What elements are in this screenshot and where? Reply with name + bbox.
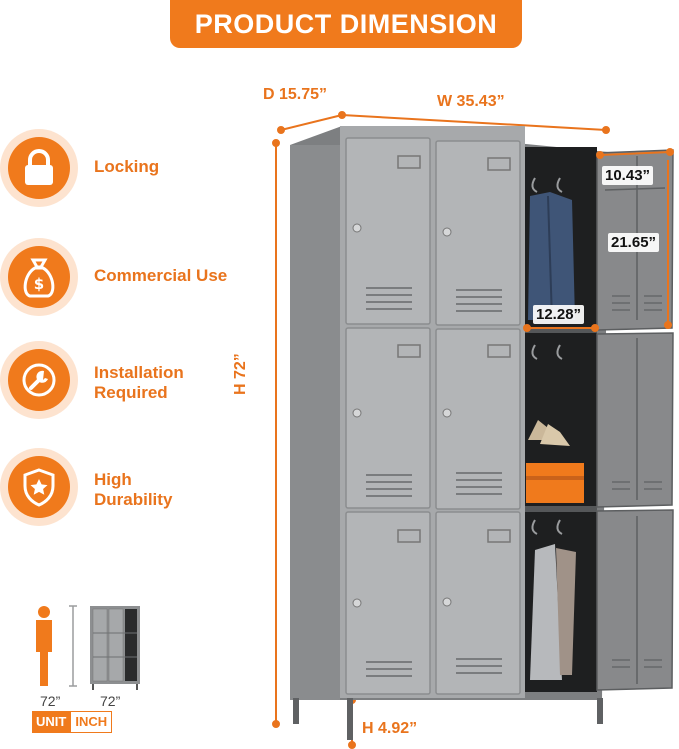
locker-height-label: 72” — [100, 693, 121, 709]
lock-icon — [8, 137, 70, 199]
unit-badge: UNIT INCH — [32, 711, 113, 733]
product-dimension-banner: PRODUCT DIMENSION — [170, 0, 522, 48]
compartment-depth-label: 12.28” — [533, 305, 585, 324]
feature-commercial-use: $ Commercial Use — [0, 238, 260, 328]
shield-star-icon — [8, 456, 70, 518]
mini-locker-icon — [90, 606, 140, 690]
compartment-width-label: 10.43” — [602, 166, 654, 185]
width-label: W 35.43” — [437, 93, 505, 110]
feature-label: Locking — [94, 157, 160, 176]
money-bag-icon: $ — [8, 246, 70, 308]
person-height-label: 72” — [40, 693, 61, 709]
locker-illustration — [272, 111, 674, 749]
height-label: H 72” — [232, 353, 249, 395]
svg-text:$: $ — [34, 275, 44, 293]
compartment-height-label: 21.65” — [608, 233, 660, 252]
wrench-icon — [8, 349, 70, 411]
size-comparison-illustration — [36, 605, 140, 690]
inch-label: INCH — [70, 711, 113, 733]
leg-height-label: H 4.92” — [362, 720, 418, 737]
depth-label: D 15.75” — [263, 86, 328, 103]
unit-label: UNIT — [32, 711, 71, 733]
person-icon — [36, 606, 52, 686]
feature-label: Commercial Use — [94, 266, 228, 285]
banner-title: PRODUCT DIMENSION — [194, 8, 498, 39]
feature-locking: Locking — [0, 129, 260, 219]
